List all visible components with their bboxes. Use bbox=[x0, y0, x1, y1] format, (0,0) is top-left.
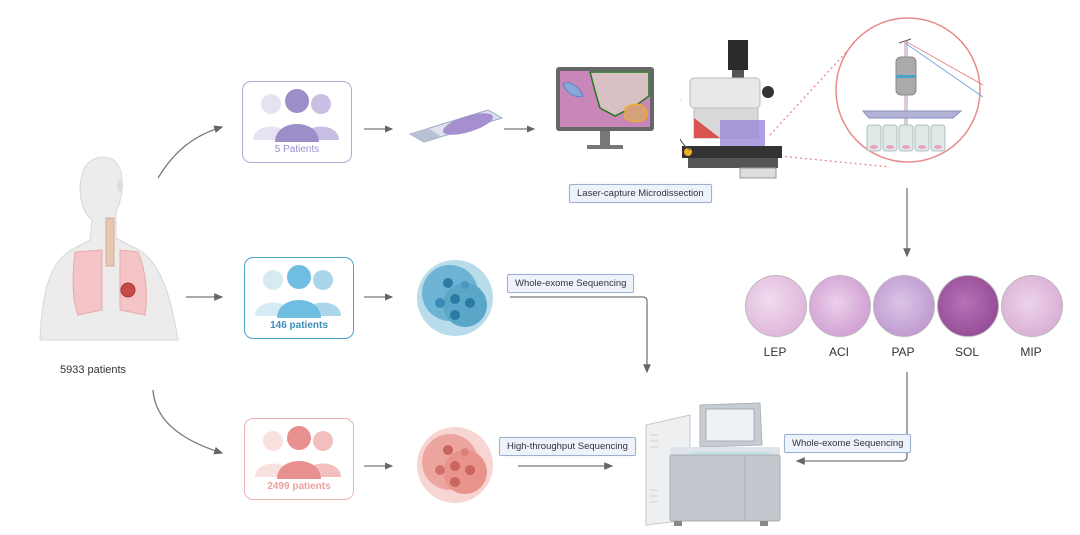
subtype-row: LEP ACI PAP SOL MIP bbox=[745, 275, 1065, 365]
wes-step-label-top: Whole-exome Sequencing bbox=[507, 274, 635, 293]
subtype-aci-image bbox=[809, 275, 871, 337]
lcm-step-label: Laser-capture Microdissection bbox=[569, 184, 712, 203]
cohort-count-hts: 2499 patients bbox=[267, 481, 331, 492]
cohort-count-lcm: 5 Patients bbox=[274, 144, 320, 155]
wes-step-label-right: Whole-exome Sequencing bbox=[784, 434, 912, 453]
glass-slide-icon bbox=[408, 109, 504, 143]
arrow-to-hts-cohort bbox=[152, 389, 224, 455]
source-patient-figure bbox=[20, 140, 200, 360]
zoom-guide-lower bbox=[779, 155, 891, 168]
cohort-count-wes: 146 patients bbox=[270, 320, 328, 331]
cohort-card-wes: 146 patients bbox=[244, 257, 354, 339]
cohort-card-lcm: 5 Patients bbox=[242, 81, 352, 163]
subtype-lep-image bbox=[745, 275, 807, 337]
subtype-label-mip: MIP bbox=[1020, 345, 1042, 359]
subtype-pap-image bbox=[873, 275, 935, 337]
arrow-subtypes-to-sequencer bbox=[795, 372, 908, 465]
human-torso-lungs-tumor-icon bbox=[39, 156, 179, 341]
people-group-icon bbox=[255, 265, 341, 318]
hts-step-label: High-throughput Sequencing bbox=[499, 437, 636, 456]
subtype-label-pap: PAP bbox=[891, 345, 915, 359]
total-patients-label: 5933 patients bbox=[60, 364, 127, 376]
people-group-icon bbox=[253, 89, 339, 142]
subtype-label-sol: SOL bbox=[954, 345, 979, 359]
cohort-card-hts: 2499 patients bbox=[244, 418, 354, 500]
arrow-to-lcm-cohort bbox=[157, 125, 224, 179]
subtype-label-aci: ACI bbox=[828, 345, 849, 359]
tumor-cells-blue-icon bbox=[417, 260, 493, 336]
sequencer-machine-icon bbox=[645, 402, 781, 526]
arrow-wes-to-sequencer bbox=[510, 296, 651, 374]
tumor-cells-red-icon bbox=[417, 427, 493, 503]
lcm-microscope-icon bbox=[680, 40, 782, 179]
histology-monitor-icon bbox=[556, 67, 654, 149]
people-group-icon bbox=[255, 426, 341, 479]
subtype-sol-image bbox=[937, 275, 999, 337]
subtype-mip-image bbox=[1001, 275, 1063, 337]
subtype-label-lep: LEP bbox=[763, 345, 787, 359]
laser-objective-tubes-icon bbox=[835, 17, 983, 163]
